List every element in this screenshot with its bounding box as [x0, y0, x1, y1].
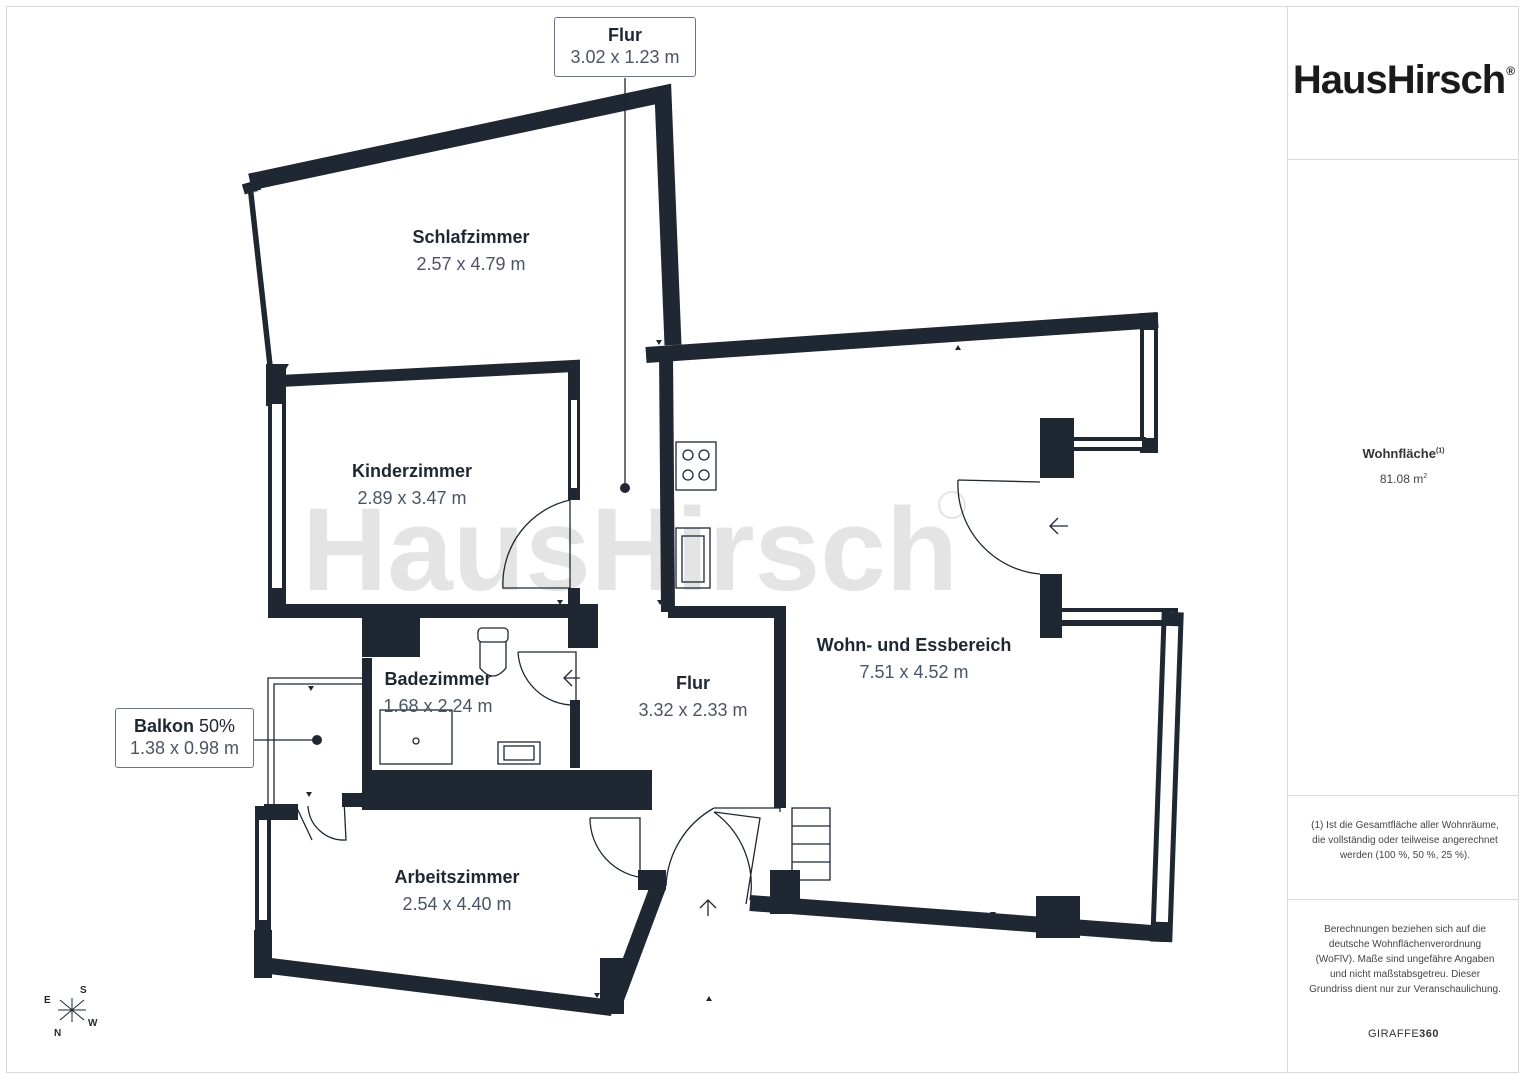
- watermark: HausHirsch: [302, 484, 958, 616]
- callout-flur-top-name: Flur: [608, 25, 642, 45]
- wall-flur-right: [659, 349, 675, 613]
- label-kinderzimmer: Kinderzimmer: [352, 461, 472, 481]
- callout-flur-top: Flur 3.02 x 1.23 m: [554, 17, 696, 77]
- wall-flur-wohn: [668, 606, 786, 808]
- dims-arbeitszimmer: 2.54 x 4.40 m: [402, 894, 511, 914]
- door-flur: [665, 807, 781, 887]
- label-arbeitszimmer: Arbeitszimmer: [394, 867, 519, 887]
- floor-plan: HausHirsch: [44, 78, 1184, 1039]
- callout-balkon: Balkon 50% 1.38 x 0.98 m: [115, 708, 254, 768]
- door-balkon: [295, 799, 347, 841]
- door-bad: [517, 651, 577, 706]
- arrow-bad: [563, 669, 580, 687]
- height-markers: [278, 177, 996, 1001]
- callout-flur-top-dims: 3.02 x 1.23 m: [570, 47, 680, 67]
- callout-balkon-name: Balkon: [133, 716, 194, 736]
- pillar: [266, 364, 286, 406]
- area-label: Wohnfläche(1): [1362, 446, 1445, 461]
- walls: [241, 83, 1184, 1016]
- dims-flur: 3.32 x 2.33 m: [638, 700, 747, 720]
- page-frame: [6, 6, 1519, 1073]
- area-value: 81.08 m2: [1379, 472, 1428, 486]
- label-wohn: Wohn- und Essbereich: [817, 635, 1012, 655]
- giraffe-brand: GIRAFFE360: [1367, 1028, 1440, 1040]
- label-schlafzimmer: Schlafzimmer: [412, 227, 529, 247]
- label-flur: Flur: [676, 673, 710, 693]
- footnote-section: [1288, 796, 1519, 900]
- arrow-wohn: [1049, 517, 1068, 535]
- compass-n: N: [54, 1028, 61, 1039]
- dims-kinderzimmer: 2.89 x 3.47 m: [357, 488, 466, 508]
- wall-left-upper: [241, 179, 262, 195]
- brand-logo: HausHirsch®: [1292, 58, 1515, 102]
- logo-section: HausHirsch®: [1288, 6, 1519, 160]
- door-kinder: [502, 499, 571, 590]
- wall-arbeits-bottom: [261, 957, 613, 1016]
- watermark-mark: [938, 491, 966, 519]
- thin-lines: [254, 78, 1068, 916]
- callout-balkon-pct: 50%: [199, 716, 236, 736]
- window-schlafzimmer: [248, 191, 278, 373]
- compass-e: E: [44, 995, 51, 1006]
- info-sidebar: HausHirsch® Wohnfläche(1) 81.08 m2 (1) I…: [1287, 6, 1519, 1073]
- disclaimer-text: Berechnungen beziehen sich auf die deuts…: [1309, 924, 1501, 995]
- wall-wohn-top: [645, 312, 1159, 363]
- dims-badezimmer: 1.68 x 2.24 m: [383, 696, 492, 716]
- footnote-text: (1) Ist die Gesamtfläche aller Wohnräume…: [1311, 820, 1499, 861]
- door-arbeits: [589, 817, 647, 879]
- compass-s: S: [80, 985, 87, 996]
- dims-wohn: 7.51 x 4.52 m: [859, 662, 968, 682]
- entry-arrow: [699, 899, 717, 916]
- wall-schlafzimmer: [248, 83, 682, 346]
- compass-w: W: [88, 1018, 98, 1029]
- callout-balkon-dims: 1.38 x 0.98 m: [129, 738, 240, 758]
- label-badezimmer: Badezimmer: [384, 669, 491, 689]
- wall-schlaf-kinder: [279, 359, 580, 390]
- door-wohn-balk: [957, 479, 1041, 575]
- door-wohn-inner: [713, 811, 761, 905]
- area-section: [1288, 160, 1519, 796]
- wall-wohn-bottom: [749, 895, 1166, 942]
- compass: S E N W: [44, 985, 98, 1039]
- dims-schlafzimmer: 2.57 x 4.79 m: [416, 254, 525, 274]
